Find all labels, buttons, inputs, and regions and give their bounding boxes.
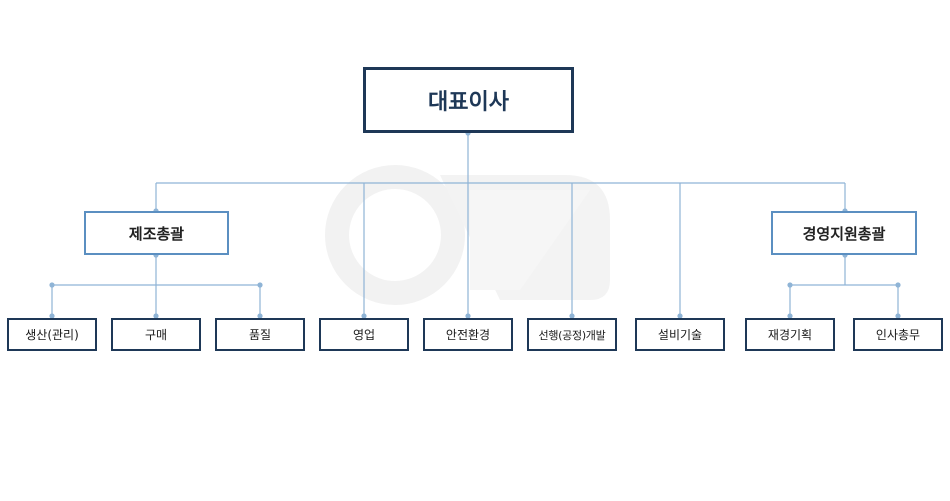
node-facility-technology: 설비기술 xyxy=(635,318,725,351)
connector-dot-hr-top xyxy=(895,313,901,319)
node-manufacturing-division: 제조총괄 xyxy=(84,211,229,255)
connector-dot-advanced-dev-top xyxy=(569,313,575,319)
node-management-division: 경영지원총괄 xyxy=(771,211,917,255)
connector-dot-manufacturing-bus-right xyxy=(257,282,263,288)
node-purchasing: 구매 xyxy=(111,318,201,351)
connector-dot-production-top xyxy=(49,313,55,319)
watermark-logo xyxy=(325,165,610,305)
node-hr-general-affairs: 인사총무 xyxy=(853,318,943,351)
node-sales: 영업 xyxy=(319,318,409,351)
connector-dot-purchasing-top xyxy=(153,313,159,319)
connector-dot-management-bus-left xyxy=(787,282,793,288)
node-production: 생산(관리) xyxy=(7,318,97,351)
connector-dot-facility-top xyxy=(677,313,683,319)
node-safety-environment: 안전환경 xyxy=(423,318,513,351)
connector-dot-quality-top xyxy=(257,313,263,319)
connector-dot-safety-top xyxy=(465,313,471,319)
connector-dot-management-bus-right xyxy=(895,282,901,288)
node-quality: 품질 xyxy=(215,318,305,351)
connector-dots xyxy=(49,130,901,319)
node-finance-planning: 재경기획 xyxy=(745,318,835,351)
connector-dot-finance-top xyxy=(787,313,793,319)
connector-lines xyxy=(51,133,899,318)
connector-dot-sales-top xyxy=(361,313,367,319)
connector-dot-manufacturing-bus-left xyxy=(49,282,55,288)
node-ceo: 대표이사 xyxy=(363,67,574,133)
node-advanced-development: 선행(공정)개발 xyxy=(527,318,617,351)
